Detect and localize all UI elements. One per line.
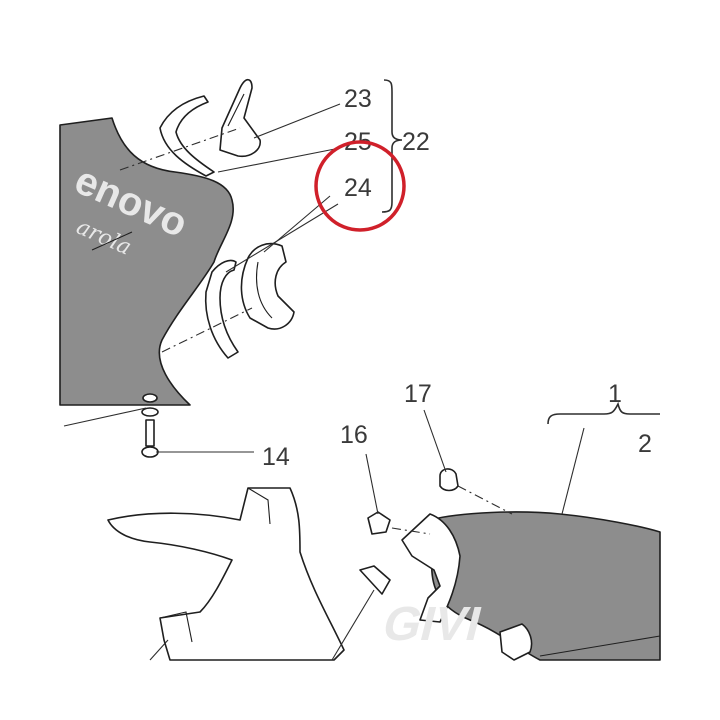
callout-24: 24 (344, 174, 372, 202)
callout-16: 16 (340, 421, 368, 449)
part-25 (159, 95, 215, 177)
part-24 (240, 242, 295, 330)
right-panel-logo: GIVI (378, 598, 487, 651)
assembly-lines (119, 127, 513, 535)
callout-23: 23 (344, 85, 372, 113)
callout-1: 1 (608, 380, 622, 408)
highlight-circle (314, 140, 406, 232)
part-17 (439, 468, 459, 492)
small-clip-lower (359, 565, 391, 595)
part-16 (367, 511, 391, 535)
callout-2: 2 (638, 430, 652, 458)
callout-22: 22 (402, 128, 430, 156)
right-body-panel: GIVI (378, 511, 661, 661)
group-bracket-1 (547, 401, 660, 425)
left-body-panel: enovo arola (59, 117, 234, 406)
group-bracket-22 (381, 79, 403, 213)
callout-14: 14 (262, 443, 290, 471)
part-23 (219, 78, 261, 158)
part-24-strip (204, 259, 239, 359)
callout-17: 17 (404, 380, 432, 408)
part-14-screw (141, 393, 159, 458)
callout-labels: 23 25 22 24 17 1 16 2 14 (262, 85, 652, 471)
lower-left-panel (107, 487, 345, 661)
